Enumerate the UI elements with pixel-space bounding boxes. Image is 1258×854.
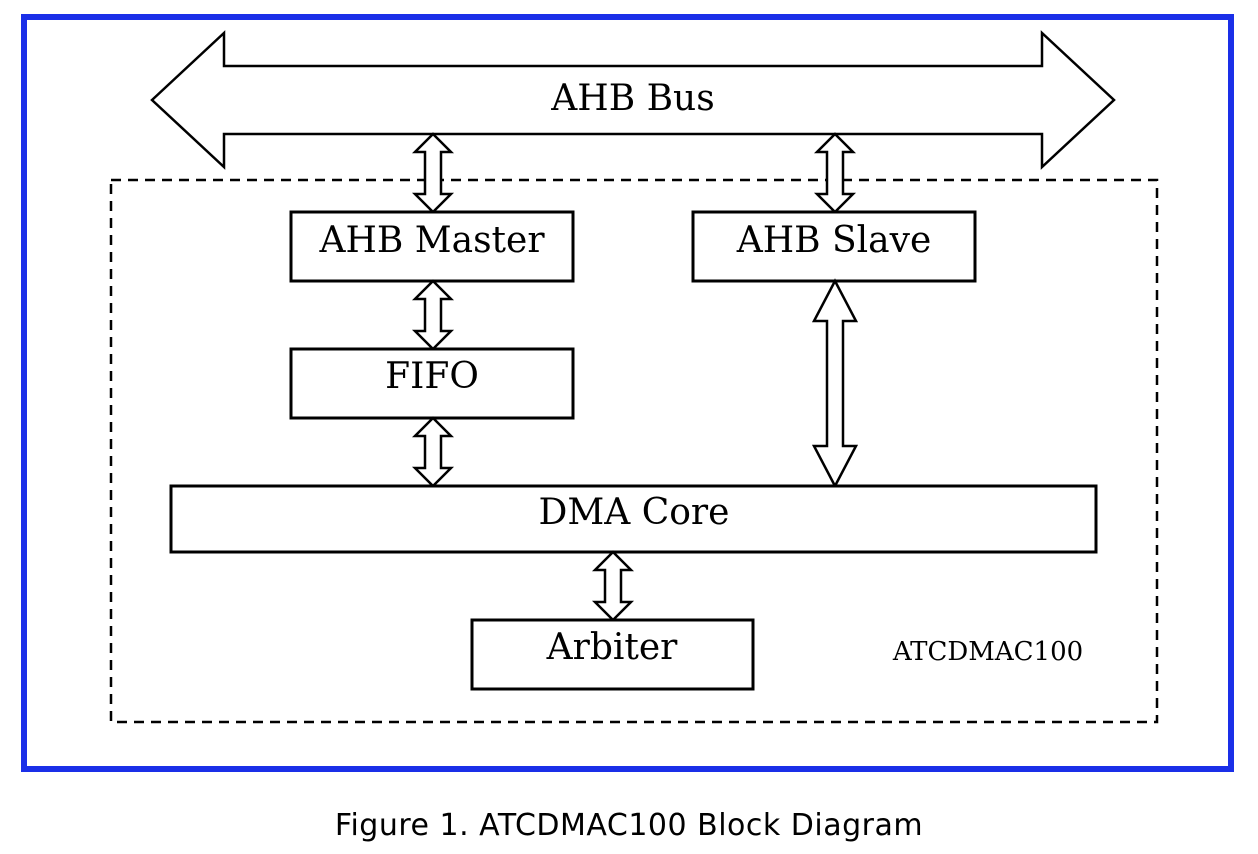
dma-core-block — [169, 484, 1098, 554]
ahb-master-block — [289, 210, 575, 283]
ahb-bus-label: AHB Bus — [550, 78, 714, 119]
figure-caption: Figure 1. ATCDMAC100 Block Diagram — [334, 808, 924, 843]
ahb-master-label: AHB Master — [318, 220, 545, 261]
ahb-slave-block — [691, 210, 977, 283]
module-boundary — [109, 178, 1159, 724]
fifo-block — [289, 347, 575, 420]
ahb-bus-arrow — [150, 30, 1116, 170]
dma-core-label: DMA Core — [539, 492, 730, 533]
ahb-slave-label: AHB Slave — [736, 220, 932, 261]
arbiter-label: Arbiter — [546, 627, 679, 668]
arbiter-block — [470, 618, 755, 691]
module-name-label: ATCDMAC100 — [892, 637, 1083, 667]
block-diagram: AHB Bus AHB Master AHB Slave FIFO DMA Co… — [21, 14, 1234, 772]
fifo-label: FIFO — [385, 356, 479, 397]
